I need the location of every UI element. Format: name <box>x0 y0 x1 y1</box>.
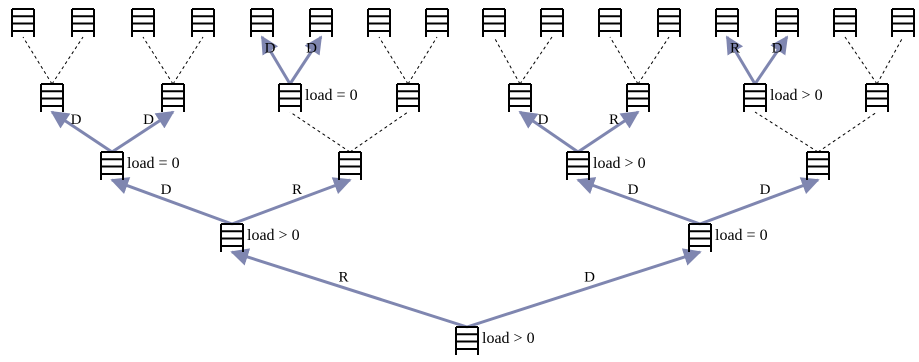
edge-RR-RRR <box>817 111 878 153</box>
edge-RL-RLR <box>577 110 640 154</box>
queue-node-leaf11 <box>598 8 622 37</box>
queue-node-leaf7 <box>367 8 391 37</box>
labels-layer: load > 0 load > 0 load = 0 load = 0 load > 0… <box>71 41 823 348</box>
edge-label-LL-LLL: D <box>71 112 82 128</box>
edge-RRR-leaf16 <box>876 36 904 85</box>
queue-node-RRL <box>743 83 767 112</box>
edge-R-RL <box>576 177 701 226</box>
edge-RLL-leaf9 <box>493 36 521 85</box>
queue-node-LLL <box>40 83 64 112</box>
edge-RRL-leaf13 <box>725 35 757 85</box>
edge-label-root-L: R <box>338 270 348 286</box>
node-label-root: load > 0 <box>482 330 535 347</box>
edge-label-R-RR: D <box>760 182 771 198</box>
queue-node-R <box>688 223 712 252</box>
edge-LRR-leaf7 <box>378 36 409 85</box>
queue-node-LRL <box>278 83 302 112</box>
edge-RLR-leaf12 <box>637 36 670 85</box>
queue-node-leaf10 <box>540 8 564 37</box>
edge-label-LL-LLR: D <box>143 112 154 128</box>
queue-node-RL <box>566 151 590 180</box>
edge-LRR-leaf8 <box>407 36 438 85</box>
edge-label-L-LR: R <box>292 182 302 198</box>
edge-LL-LLL <box>50 110 113 154</box>
edges-layer <box>22 35 904 329</box>
queue-node-leaf2 <box>71 8 95 37</box>
edge-label-RRL-leaf14: D <box>772 41 783 57</box>
edge-RLR-leaf11 <box>609 36 639 85</box>
node-label-LL: load = 0 <box>127 155 180 172</box>
node-label-LRL: load = 0 <box>305 87 358 104</box>
edge-LLR-leaf4 <box>172 36 204 85</box>
edge-label-RL-RLR: R <box>609 112 619 128</box>
node-label-R: load = 0 <box>715 227 768 244</box>
queue-node-leaf14 <box>775 8 799 37</box>
queue-node-LR <box>338 151 362 180</box>
edge-RLL-leaf10 <box>519 36 553 85</box>
edge-label-LRL-leaf5: D <box>265 41 276 57</box>
queue-node-leaf9 <box>482 8 506 37</box>
edge-LLL-leaf2 <box>51 36 84 85</box>
edge-LR-LRR <box>349 111 409 153</box>
edge-RRL-leaf14 <box>753 35 789 85</box>
queue-node-leaf15 <box>833 8 857 37</box>
queue-node-root <box>455 326 479 355</box>
queue-node-RLL <box>508 83 532 112</box>
queue-node-leaf12 <box>657 8 681 37</box>
edge-label-RRL-leaf13: R <box>730 41 740 57</box>
edge-LL-LLR <box>111 110 175 154</box>
edge-L-LL <box>110 177 233 226</box>
edge-LLL-leaf1 <box>22 36 53 85</box>
queue-node-LL <box>100 151 124 180</box>
nodes-layer <box>11 8 915 355</box>
edge-root-L <box>230 248 468 329</box>
edge-label-R-RL: D <box>628 182 639 198</box>
queue-node-leaf3 <box>131 8 155 37</box>
queue-node-leaf1 <box>11 8 35 37</box>
queue-node-leaf13 <box>715 8 739 37</box>
queue-node-LLR <box>161 83 185 112</box>
edge-RR-RRL <box>754 111 819 153</box>
edge-LRL-leaf5 <box>260 35 292 85</box>
queue-node-L <box>220 223 244 252</box>
edge-label-LRL-leaf6: D <box>306 41 317 57</box>
queue-node-RRR <box>865 83 889 112</box>
edge-RRR-leaf15 <box>844 36 878 85</box>
node-label-L: load > 0 <box>247 227 300 244</box>
edge-label-root-R: D <box>584 270 595 286</box>
queue-node-leaf16 <box>891 8 915 37</box>
queue-node-leaf4 <box>191 8 215 37</box>
queue-node-leaf8 <box>425 8 449 37</box>
edge-LR-LRL <box>289 111 351 153</box>
edge-RL-RLL <box>518 110 579 154</box>
queue-node-LRR <box>396 83 420 112</box>
edge-R-RR <box>699 177 820 226</box>
edge-LLR-leaf3 <box>142 36 174 85</box>
queue-node-RR <box>806 151 830 180</box>
node-label-RRL: load > 0 <box>770 87 823 104</box>
queue-node-leaf6 <box>309 8 333 37</box>
edge-label-RL-RLL: D <box>538 112 549 128</box>
edge-label-L-LL: D <box>161 182 172 198</box>
edge-L-LR <box>231 177 352 226</box>
queue-node-RLR <box>626 83 650 112</box>
queue-node-leaf5 <box>250 8 274 37</box>
node-label-RL: load > 0 <box>593 155 646 172</box>
edge-root-R <box>466 248 702 329</box>
edge-LRL-leaf6 <box>288 35 323 85</box>
